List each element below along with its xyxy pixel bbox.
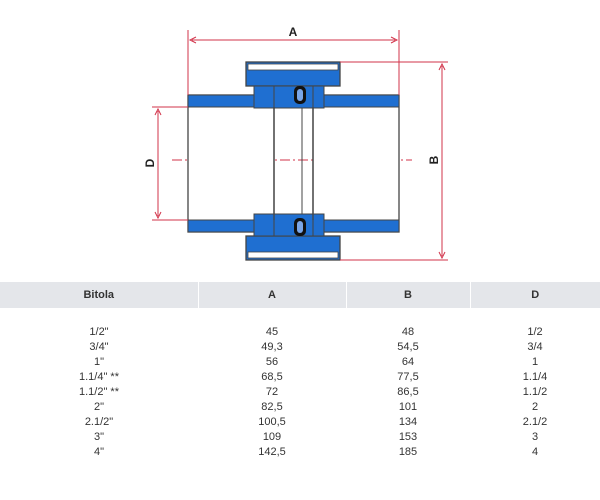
cell-a: 100,5 [258, 416, 286, 428]
cell-d: 1 [531, 356, 539, 368]
cell-b: 48 [401, 326, 415, 338]
table-row: 1/2" 45 48 1/2 [0, 325, 600, 340]
cell-b: 101 [398, 401, 418, 413]
table-row: 2.1/2" 100,5 134 2.1/2 [0, 415, 600, 430]
cell-d: 2.1/2 [522, 416, 548, 428]
table-row: 3/4" 49,3 54,5 3/4 [0, 340, 600, 355]
cell-a: 68,5 [261, 371, 283, 383]
cell-bitola: 3" [93, 431, 105, 443]
union-nut-top [245, 61, 341, 109]
cell-bitola: 2.1/2" [84, 416, 114, 428]
cell-d: 1/2 [527, 326, 543, 338]
header-a: A [197, 282, 346, 308]
cell-bitola: 1" [93, 356, 105, 368]
cell-a: 109 [262, 431, 282, 443]
table-row: 1.1/4" ** 68,5 77,5 1.1/4 [0, 370, 600, 385]
dimension-b [340, 61, 448, 261]
cell-b: 134 [398, 416, 418, 428]
cell-d: 3 [531, 431, 539, 443]
union-nut-bottom [245, 213, 341, 261]
cell-bitola: 4" [93, 446, 105, 458]
cell-b: 77,5 [397, 371, 419, 383]
cell-b: 86,5 [397, 386, 419, 398]
dimension-d [152, 106, 188, 221]
header-bitola: Bitola [0, 282, 198, 308]
cell-d: 1.1/2 [522, 386, 548, 398]
cell-a: 72 [265, 386, 279, 398]
cell-bitola: 2" [93, 401, 105, 413]
cell-a: 45 [265, 326, 279, 338]
header-d: D [469, 282, 600, 308]
cell-a: 56 [265, 356, 279, 368]
dimension-a-label: A [289, 25, 298, 39]
table-header-row: Bitola A B D [0, 282, 600, 308]
cell-d: 2 [531, 401, 539, 413]
cell-b: 153 [398, 431, 418, 443]
union-fitting-drawing: A B D [143, 25, 448, 261]
cell-d: 4 [531, 446, 539, 458]
header-b: B [345, 282, 470, 308]
cell-b: 64 [401, 356, 415, 368]
table-row: 1.1/2" ** 72 86,5 1.1/2 [0, 385, 600, 400]
cell-b: 185 [398, 446, 418, 458]
cell-d: 3/4 [527, 341, 543, 353]
right-socket [312, 94, 400, 233]
dimension-d-label: D [143, 158, 157, 167]
cell-a: 49,3 [261, 341, 283, 353]
table-row: 2" 82,5 101 2 [0, 400, 600, 415]
cell-b: 54,5 [397, 341, 419, 353]
cell-a: 142,5 [258, 446, 286, 458]
table-row: 4" 142,5 185 4 [0, 445, 600, 460]
cell-d: 1.1/4 [522, 371, 548, 383]
cell-bitola: 1/2" [89, 326, 109, 338]
left-socket [187, 94, 275, 233]
cell-a: 82,5 [261, 401, 283, 413]
cell-bitola: 1.1/4" ** [79, 371, 119, 383]
dimensions-table: Bitola A B D 1/2" 45 48 1/2 3/4" 49,3 54… [0, 282, 600, 460]
cell-bitola: 1.1/2" ** [79, 386, 119, 398]
table-row: 3" 109 153 3 [0, 430, 600, 445]
table-spacer [0, 308, 600, 325]
table-row: 1" 56 64 1 [0, 355, 600, 370]
dimension-b-label: B [427, 155, 441, 164]
cell-bitola: 3/4" [89, 341, 109, 353]
